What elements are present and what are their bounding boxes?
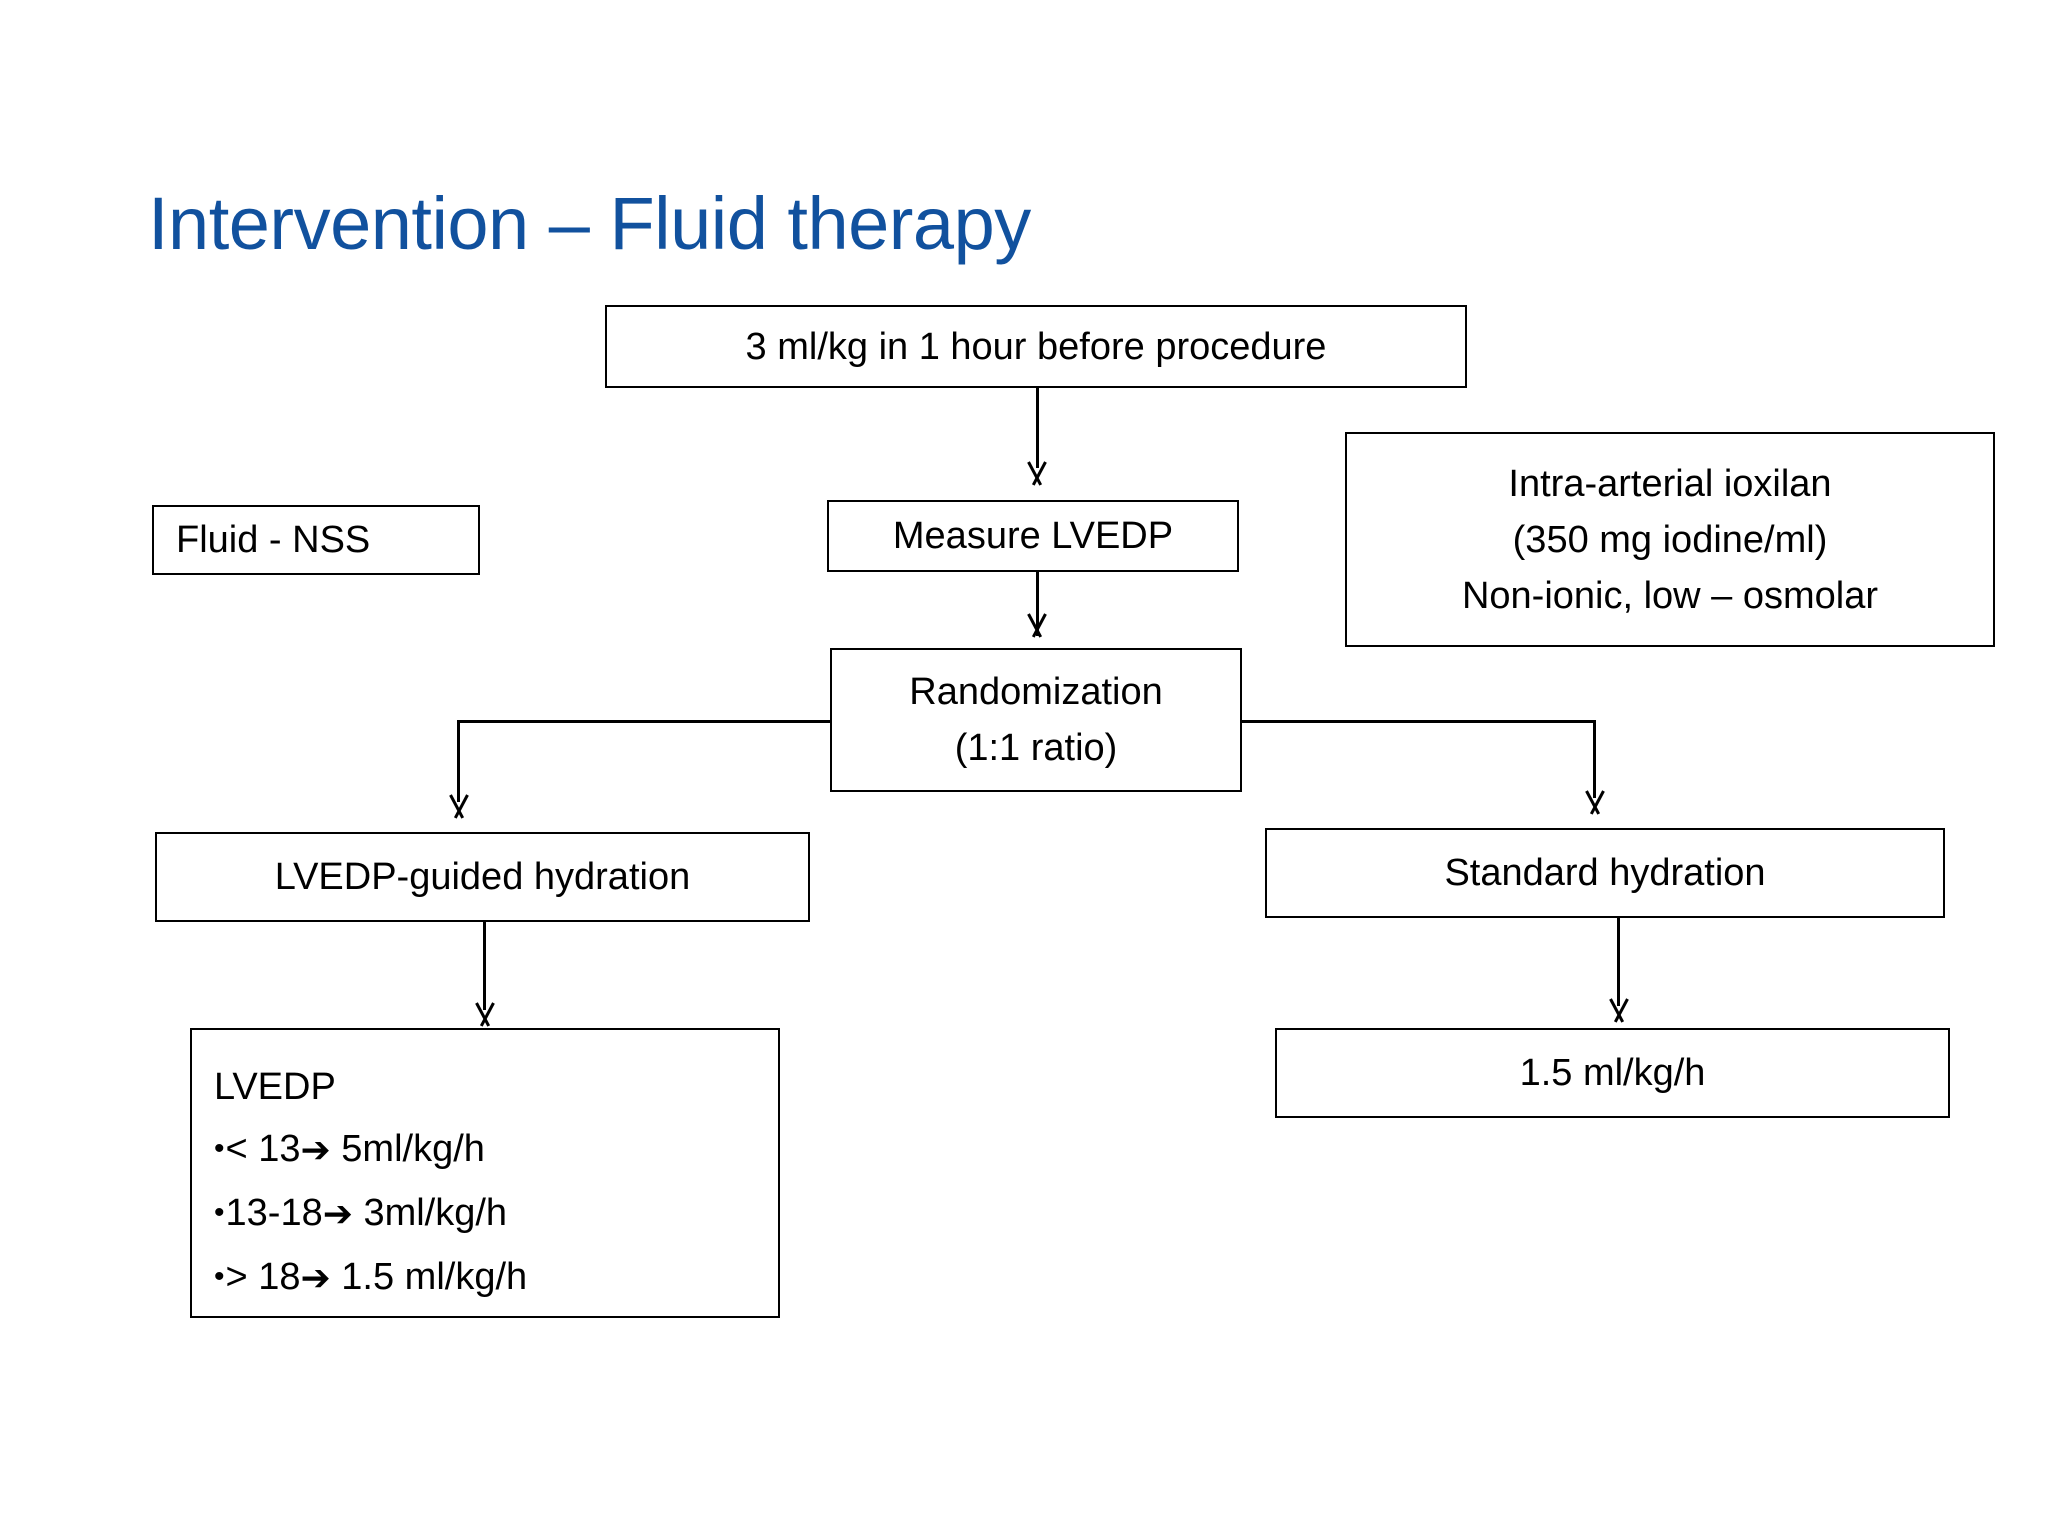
arrow-down-icon [1024, 462, 1050, 484]
node-lvedp-guided-hydration: LVEDP-guided hydration [155, 832, 810, 922]
arrow-down-icon [1582, 791, 1608, 813]
node-randomization-line-2: (1:1 ratio) [954, 727, 1118, 769]
edge-line [1593, 720, 1596, 798]
rightwards-arrow-icon: ➔ [300, 1258, 331, 1299]
rightwards-arrow-icon: ➔ [300, 1130, 331, 1171]
edge-line [483, 922, 486, 1010]
lvedp-rule-1: < 13➔ 5ml/kg/h [214, 1118, 485, 1182]
node-standard-hydration-label: Standard hydration [1444, 852, 1766, 894]
arrow-down-icon [472, 1003, 498, 1025]
lvedp-rule-2: 13-18➔ 3ml/kg/h [214, 1182, 508, 1246]
edge-line [457, 720, 832, 723]
edge-line [1036, 572, 1039, 636]
edge-line [457, 720, 460, 802]
node-lvedp-protocol: LVEDP < 13➔ 5ml/kg/h 13-18➔ 3ml/kg/h > 1… [190, 1028, 780, 1318]
lvedp-rule-1-rate: 5ml/kg/h [341, 1128, 485, 1170]
node-standard-hydration: Standard hydration [1265, 828, 1945, 918]
node-contrast-agent-line-2: (350 mg iodine/ml) [1512, 518, 1828, 561]
node-contrast-agent-line-3: Non-ionic, low – osmolar [1461, 574, 1879, 617]
node-standard-rate-label: 1.5 ml/kg/h [1519, 1052, 1706, 1094]
lvedp-rule-3: > 18➔ 1.5 ml/kg/h [214, 1246, 528, 1310]
node-contrast-agent-line-1: Intra-arterial ioxilan [1508, 462, 1832, 505]
node-measure-lvedp-label: Measure LVEDP [892, 515, 1174, 557]
node-standard-rate: 1.5 ml/kg/h [1275, 1028, 1950, 1118]
rightwards-arrow-icon: ➔ [322, 1194, 353, 1235]
node-randomization-line-1: Randomization [909, 671, 1163, 713]
node-fluid-type-label: Fluid - NSS [176, 519, 371, 561]
edge-line [1617, 918, 1620, 1006]
node-pre-procedure-label: 3 ml/kg in 1 hour before procedure [745, 325, 1327, 368]
arrow-down-icon [446, 795, 472, 817]
node-lvedp-guided-hydration-label: LVEDP-guided hydration [274, 856, 691, 898]
arrow-down-icon [1606, 999, 1632, 1021]
lvedp-rule-1-condition: < 13 [225, 1128, 301, 1170]
node-lvedp-protocol-heading: LVEDP [214, 1066, 336, 1108]
page-title: Intervention – Fluid therapy [148, 182, 1031, 265]
node-contrast-agent: Intra-arterial ioxilan (350 mg iodine/ml… [1345, 432, 1995, 647]
node-fluid-type: Fluid - NSS [152, 505, 480, 575]
node-measure-lvedp: Measure LVEDP [827, 500, 1239, 572]
edge-line [1240, 720, 1596, 723]
arrow-down-icon [1024, 614, 1050, 636]
lvedp-rule-2-rate: 3ml/kg/h [363, 1192, 508, 1234]
lvedp-rule-2-condition: 13-18 [225, 1192, 323, 1234]
lvedp-rule-3-rate: 1.5 ml/kg/h [341, 1256, 528, 1298]
node-randomization: Randomization (1:1 ratio) [830, 648, 1242, 792]
edge-line [1036, 388, 1039, 468]
node-pre-procedure-hydration: 3 ml/kg in 1 hour before procedure [605, 305, 1467, 388]
lvedp-rule-3-condition: > 18 [225, 1256, 301, 1298]
